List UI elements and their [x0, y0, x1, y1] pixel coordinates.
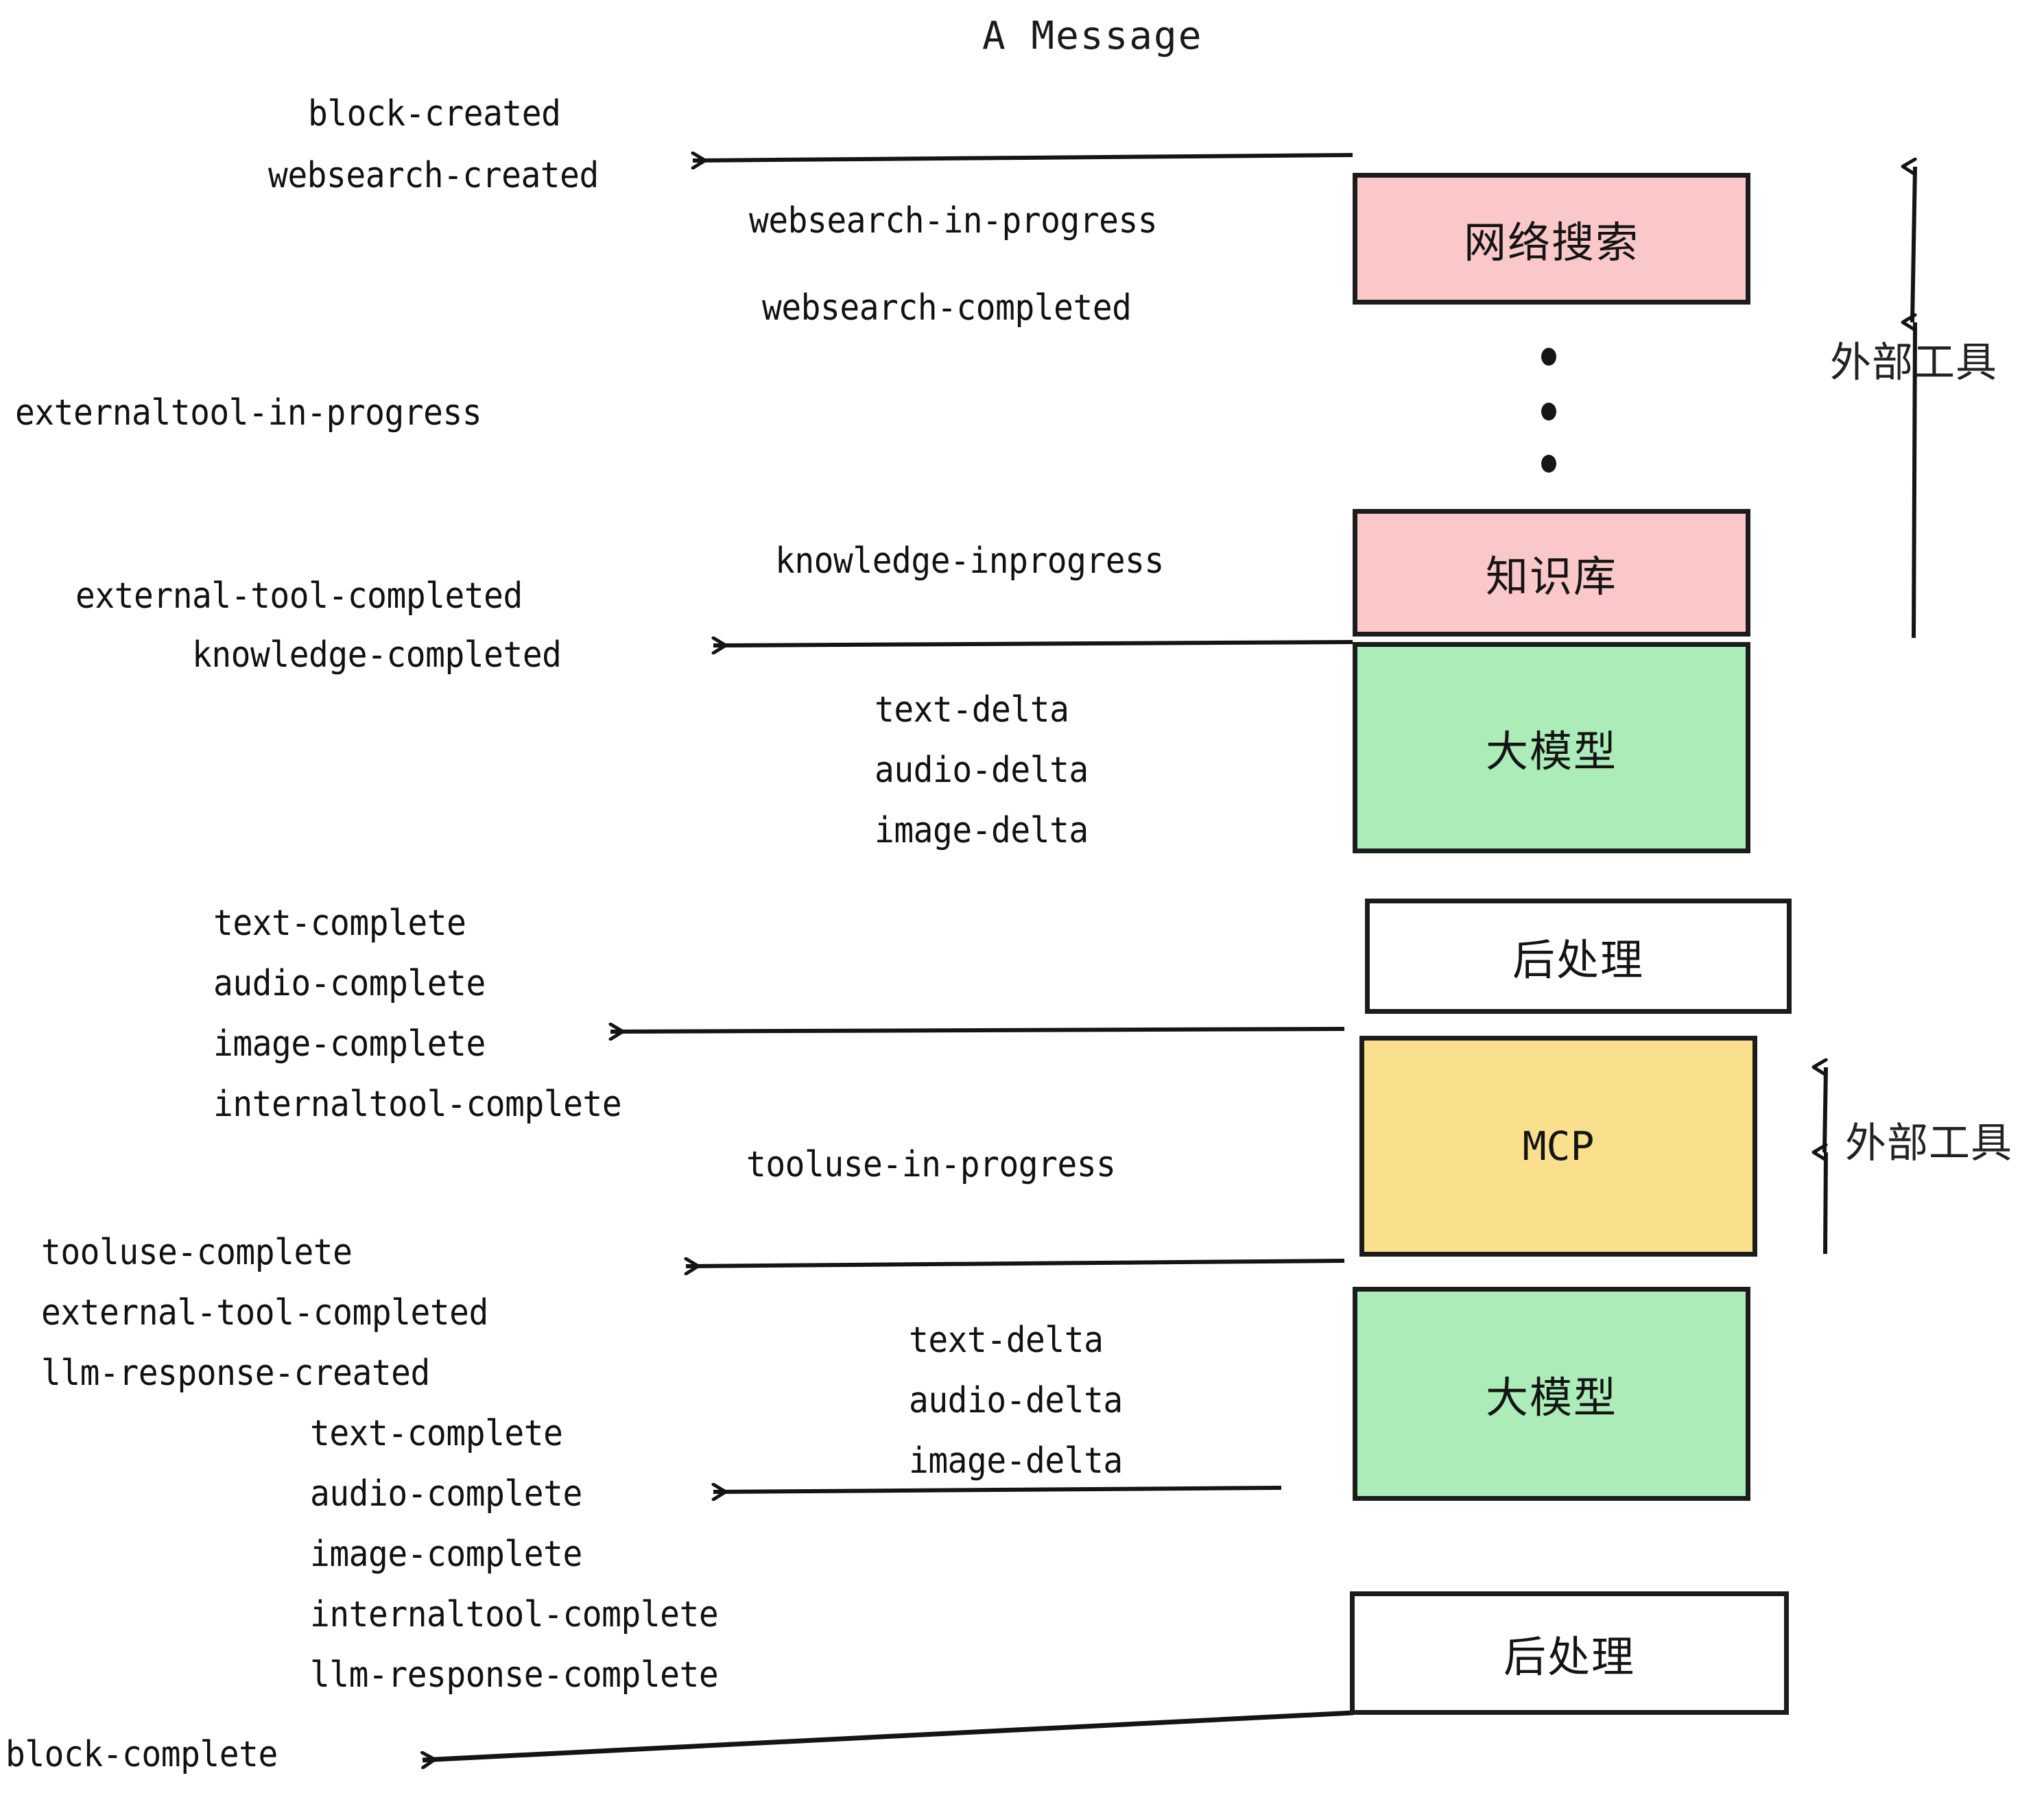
event-audio-delta-1: audio-delta	[875, 750, 1089, 791]
ellipsis-dot-2	[1541, 403, 1556, 420]
event-tooluse-in-progress: tooluse-in-progress	[746, 1144, 1116, 1185]
node-websearch[interactable]: 网络搜索	[1353, 173, 1750, 305]
node-llm-1-label: 大模型	[1485, 726, 1617, 776]
event-image-delta-1: image-delta	[875, 810, 1089, 851]
event-websearch-created: websearch-created	[268, 155, 599, 196]
event-knowledge-completed: knowledge-completed	[192, 634, 562, 676]
annotation-external-tools-top: 外部工具	[1830, 339, 1997, 387]
event-llm-response-complete: llm-response-complete	[310, 1654, 719, 1696]
event-internaltool-complete-1: internaltool-complete	[213, 1084, 622, 1125]
event-image-complete-2: image-complete	[310, 1534, 582, 1575]
event-knowledge-inprogress: knowledge-inprogress	[775, 541, 1164, 582]
event-llm-response-created: llm-response-created	[41, 1353, 430, 1394]
event-externaltool-in-progress: externaltool-in-progress	[15, 392, 482, 434]
ellipsis-dot-3	[1541, 455, 1556, 473]
event-image-delta-2: image-delta	[909, 1440, 1123, 1482]
arrow-external-tools-bottom-down	[1825, 1152, 1828, 1255]
event-external-tool-completed-2: external-tool-completed	[41, 1292, 488, 1333]
node-llm-1[interactable]: 大模型	[1353, 642, 1750, 853]
node-postprocess-2[interactable]: 后处理	[1350, 1591, 1789, 1715]
node-llm-2[interactable]: 大模型	[1353, 1287, 1750, 1501]
event-text-delta-1: text-delta	[875, 689, 1069, 731]
event-image-complete-1: image-complete	[213, 1023, 486, 1065]
node-postprocess-1[interactable]: 后处理	[1365, 899, 1792, 1014]
node-postprocess-1-label: 后处理	[1512, 935, 1644, 985]
page-title: A Message	[982, 14, 1203, 58]
event-websearch-in-progress: websearch-in-progress	[749, 200, 1158, 241]
arrow-audio-complete	[713, 1488, 1282, 1492]
annotation-external-tools-bottom: 外部工具	[1845, 1119, 2012, 1167]
event-text-complete-2: text-complete	[310, 1413, 563, 1454]
event-audio-complete-2: audio-complete	[310, 1473, 582, 1515]
node-postprocess-2-label: 后处理	[1503, 1632, 1635, 1682]
node-llm-2-label: 大模型	[1485, 1373, 1617, 1423]
node-knowledge[interactable]: 知识库	[1353, 509, 1750, 637]
arrow-block-created	[693, 155, 1353, 161]
arrow-block-complete	[423, 1710, 1354, 1760]
event-block-created: block-created	[308, 93, 561, 134]
ellipsis-dot-1	[1541, 348, 1556, 366]
event-text-complete-1: text-complete	[213, 903, 466, 944]
event-audio-delta-2: audio-delta	[909, 1380, 1123, 1421]
arrow-tooluse-complete	[686, 1261, 1345, 1266]
node-knowledge-label: 知识库	[1485, 551, 1617, 602]
arrow-image-complete	[610, 1029, 1345, 1032]
arrow-knowledge-completed	[713, 642, 1353, 645]
arrow-external-tools-top-up	[1912, 167, 1917, 323]
node-websearch-label: 网络搜索	[1463, 217, 1639, 268]
event-text-delta-2: text-delta	[909, 1320, 1104, 1361]
event-block-complete: block-complete	[5, 1734, 278, 1775]
event-tooluse-complete: tooluse-complete	[41, 1232, 353, 1273]
event-websearch-completed: websearch-completed	[762, 287, 1132, 329]
event-audio-complete-1: audio-complete	[213, 963, 486, 1004]
event-internaltool-complete-2: internaltool-complete	[310, 1594, 719, 1635]
event-external-tool-completed-1: external-tool-completed	[75, 575, 523, 617]
node-mcp[interactable]: MCP	[1359, 1036, 1757, 1257]
node-mcp-label: MCP	[1522, 1123, 1595, 1170]
arrow-external-tools-bottom-up	[1825, 1067, 1828, 1153]
